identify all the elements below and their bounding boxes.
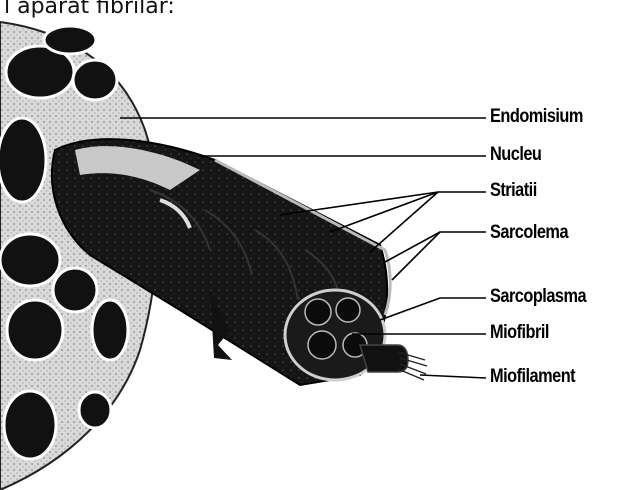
fiber-section	[53, 268, 97, 312]
fiber-section	[44, 26, 96, 54]
label-miofibril: Miofibril	[490, 322, 549, 344]
myofibril-section	[308, 331, 336, 359]
label-miofilament: Miofilament	[490, 366, 575, 388]
label-endomisium: Endomisium	[490, 106, 583, 128]
leader-striatii-2	[330, 192, 438, 232]
fiber-section	[4, 391, 56, 459]
fiber-section	[0, 118, 46, 202]
label-nucleu: Nucleu	[490, 144, 541, 166]
label-striatii: Striatii	[490, 180, 537, 202]
label-sarcolema: Sarcolema	[490, 222, 568, 244]
fiber-section	[92, 300, 128, 360]
myofibril-section	[305, 299, 331, 325]
leader-sarcolema	[392, 232, 486, 280]
fiber-section	[73, 60, 117, 100]
myofibril-section	[336, 298, 360, 322]
leader-sarcoplasma	[380, 298, 486, 320]
label-sarcoplasma: Sarcoplasma	[490, 286, 586, 308]
fiber-section	[79, 392, 111, 428]
fiber-section	[0, 234, 60, 286]
leader-miofilament	[420, 375, 486, 378]
leader-sarcolema-2	[385, 232, 440, 262]
fiber-section	[7, 300, 63, 360]
